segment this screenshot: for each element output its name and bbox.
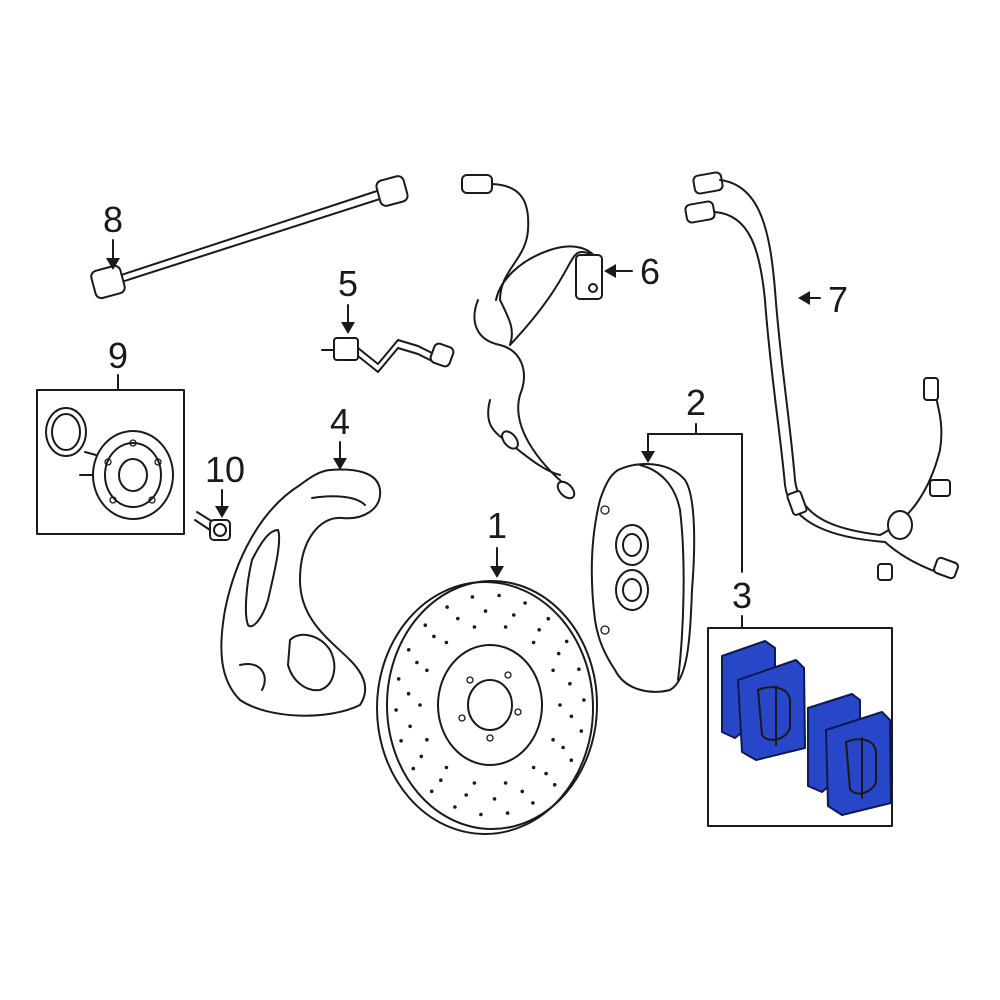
callout-4: 4	[330, 401, 350, 470]
drill-hole	[472, 625, 477, 629]
callout-8: 8	[103, 199, 123, 270]
drill-hole	[439, 778, 443, 782]
drill-hole	[579, 729, 584, 733]
drill-hole	[432, 634, 436, 639]
drill-hole	[503, 781, 508, 785]
drill-hole	[523, 601, 527, 605]
drill-hole	[406, 691, 411, 696]
drill-hole	[492, 797, 497, 801]
drill-hole	[564, 639, 569, 644]
drill-hole	[537, 628, 541, 632]
drill-hole	[569, 758, 574, 762]
callout-2: 2	[641, 382, 743, 573]
drill-hole	[568, 681, 572, 686]
drill-hole	[456, 616, 460, 621]
part-4-splash-shield[interactable]	[220, 468, 382, 717]
callout-label-9: 9	[108, 335, 128, 376]
drill-hole	[406, 648, 411, 652]
part-6-sensor-cable[interactable]	[461, 174, 603, 501]
drill-hole	[544, 771, 548, 776]
drill-hole	[531, 801, 535, 805]
part-3-brake-pads-box[interactable]	[707, 627, 893, 827]
drill-hole	[396, 677, 401, 681]
drill-hole	[394, 708, 398, 712]
drill-hole	[569, 714, 574, 719]
drill-hole	[419, 754, 424, 759]
drill-hole	[483, 609, 488, 613]
drill-hole	[558, 703, 562, 707]
drill-hole	[556, 651, 561, 656]
drill-hole	[551, 737, 555, 742]
part-5-sensor[interactable]	[321, 337, 455, 373]
callout-label-3: 3	[732, 575, 752, 616]
part-10-bolt[interactable]	[194, 511, 231, 541]
callout-6: 6	[604, 251, 660, 292]
drill-hole	[415, 660, 419, 665]
callout-5: 5	[338, 263, 358, 334]
callout-1: 1	[487, 505, 507, 578]
drill-hole	[470, 595, 475, 599]
callout-10: 10	[205, 449, 245, 518]
drill-hole	[425, 668, 429, 673]
drill-hole	[408, 724, 412, 729]
drill-hole	[472, 781, 477, 785]
drill-hole	[425, 737, 429, 742]
callout-9: 9	[108, 335, 128, 391]
drill-hole	[497, 593, 501, 598]
drill-hole	[505, 811, 510, 815]
callout-7: 7	[798, 279, 848, 320]
drill-hole	[444, 640, 449, 645]
part-9-hub-box[interactable]	[36, 389, 185, 535]
drill-hole	[411, 766, 416, 771]
drill-hole	[561, 745, 565, 750]
callout-3: 3	[732, 575, 752, 629]
part-8-wear-sensor[interactable]	[90, 175, 409, 300]
callout-label-10: 10	[205, 449, 245, 490]
drill-hole	[512, 613, 516, 617]
drill-hole	[423, 623, 428, 627]
part-2-caliper[interactable]	[590, 463, 696, 693]
drill-hole	[577, 667, 581, 671]
drill-hole	[520, 789, 524, 794]
part-7-brake-hose[interactable]	[684, 171, 959, 581]
drill-hole	[453, 805, 457, 809]
callout-label-4: 4	[330, 401, 350, 442]
drill-hole	[552, 783, 557, 787]
drill-hole	[399, 739, 403, 743]
callout-label-6: 6	[640, 251, 660, 292]
drill-hole	[531, 640, 536, 645]
drill-hole	[479, 812, 483, 817]
drill-hole	[464, 793, 469, 797]
callout-label-2: 2	[686, 382, 706, 423]
drill-hole	[582, 698, 586, 702]
brake-pad-set-left[interactable]	[721, 640, 806, 761]
drill-hole	[503, 625, 508, 629]
rotor-drill-holes	[394, 593, 586, 817]
callout-label-5: 5	[338, 263, 358, 304]
brake-pad-set-right[interactable]	[807, 693, 892, 816]
drill-hole	[551, 668, 555, 673]
part-1-brake-rotor[interactable]	[376, 580, 598, 835]
drill-hole	[445, 605, 449, 609]
drill-hole	[444, 765, 449, 770]
callout-label-1: 1	[487, 505, 507, 546]
drill-hole	[546, 616, 551, 621]
drill-hole	[531, 765, 536, 770]
drill-hole	[418, 703, 422, 707]
callout-label-7: 7	[828, 279, 848, 320]
callout-label-8: 8	[103, 199, 123, 240]
drill-hole	[429, 789, 434, 794]
